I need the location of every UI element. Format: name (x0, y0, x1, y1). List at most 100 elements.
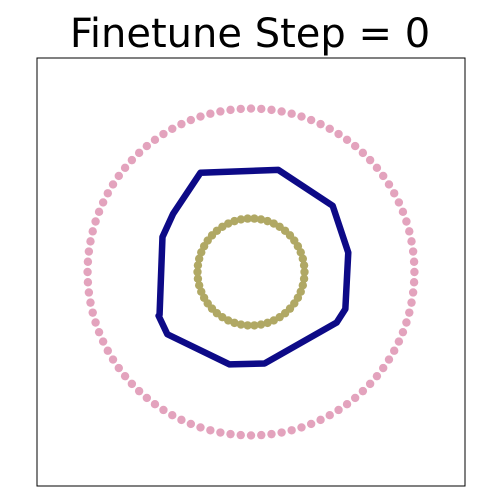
data-point (358, 386, 368, 396)
data-point (177, 415, 186, 425)
data-point (193, 274, 203, 283)
data-point (350, 393, 360, 403)
data-point (86, 237, 95, 246)
data-point (120, 163, 130, 173)
data-point (168, 411, 177, 420)
data-point (384, 180, 394, 189)
data-point (108, 355, 118, 364)
data-point (236, 104, 245, 114)
data-point (407, 298, 416, 307)
data-point (94, 327, 104, 337)
data-point (398, 327, 408, 337)
data-point (194, 281, 204, 290)
decision-boundary-line (155, 166, 352, 368)
data-point (287, 109, 296, 118)
data-point (127, 155, 137, 165)
data-point (186, 419, 196, 429)
data-point (296, 287, 305, 296)
data-point (91, 318, 100, 327)
data-point (196, 423, 205, 432)
data-point (342, 400, 352, 409)
data-point (86, 298, 95, 307)
data-point (365, 379, 375, 389)
data-point (287, 426, 296, 435)
data-point (159, 129, 168, 139)
data-point (390, 346, 399, 355)
data-point (379, 363, 388, 373)
data-point (108, 180, 118, 189)
data-point (236, 215, 246, 224)
data-point (84, 247, 94, 256)
data-point (186, 115, 196, 125)
data-point (297, 423, 306, 432)
data-point (177, 119, 186, 129)
data-point (409, 278, 419, 287)
data-point (88, 227, 97, 236)
data-point (206, 109, 215, 118)
data-point (236, 320, 246, 329)
data-point (246, 431, 256, 440)
data-point (159, 405, 168, 415)
data-point (91, 217, 100, 226)
data-point (243, 321, 252, 330)
data-point (193, 261, 203, 270)
data-point (134, 386, 144, 396)
data-point (408, 247, 418, 256)
data-point (325, 124, 334, 133)
data-point (300, 267, 309, 277)
data-point (226, 429, 235, 439)
data-point (246, 104, 256, 113)
data-point (409, 257, 419, 266)
data-point (402, 217, 411, 226)
data-point (236, 430, 245, 440)
data-point (350, 141, 360, 151)
data-point (299, 274, 309, 283)
data-point (83, 267, 92, 277)
data-point (216, 107, 225, 116)
data-point (263, 216, 272, 226)
data-point (394, 198, 404, 207)
data-point (250, 214, 259, 223)
data-point (405, 227, 414, 236)
data-point (297, 112, 306, 121)
data-point (142, 393, 152, 403)
data-point (103, 189, 113, 198)
data-point (114, 171, 123, 181)
data-point (306, 419, 316, 429)
data-point (114, 363, 123, 373)
data-point (103, 346, 113, 355)
data-point (196, 112, 205, 121)
data-point (256, 215, 266, 224)
data-point (372, 371, 382, 381)
data-point (98, 337, 108, 346)
data-point (150, 135, 160, 144)
data-point (277, 428, 286, 437)
data-point (150, 400, 160, 409)
data-point (407, 237, 416, 246)
data-point (298, 254, 308, 263)
data-point (250, 321, 259, 330)
data-point (379, 171, 388, 181)
data-point (88, 308, 97, 317)
data-point (98, 198, 108, 207)
data-point (394, 337, 404, 346)
series-1 (193, 214, 309, 330)
data-point (257, 430, 266, 440)
data-point (408, 288, 418, 297)
data-point (402, 318, 411, 327)
data-point (316, 415, 325, 425)
data-point (206, 426, 215, 435)
data-point (83, 278, 93, 287)
data-point (316, 119, 325, 129)
data-point (267, 429, 276, 439)
data-point (226, 105, 235, 115)
data-point (257, 104, 266, 114)
data-point (267, 105, 276, 115)
data-point (405, 308, 414, 317)
data-point (243, 214, 252, 223)
data-point (94, 207, 104, 217)
data-point (193, 267, 202, 277)
data-point (120, 371, 130, 381)
data-point (365, 155, 375, 165)
